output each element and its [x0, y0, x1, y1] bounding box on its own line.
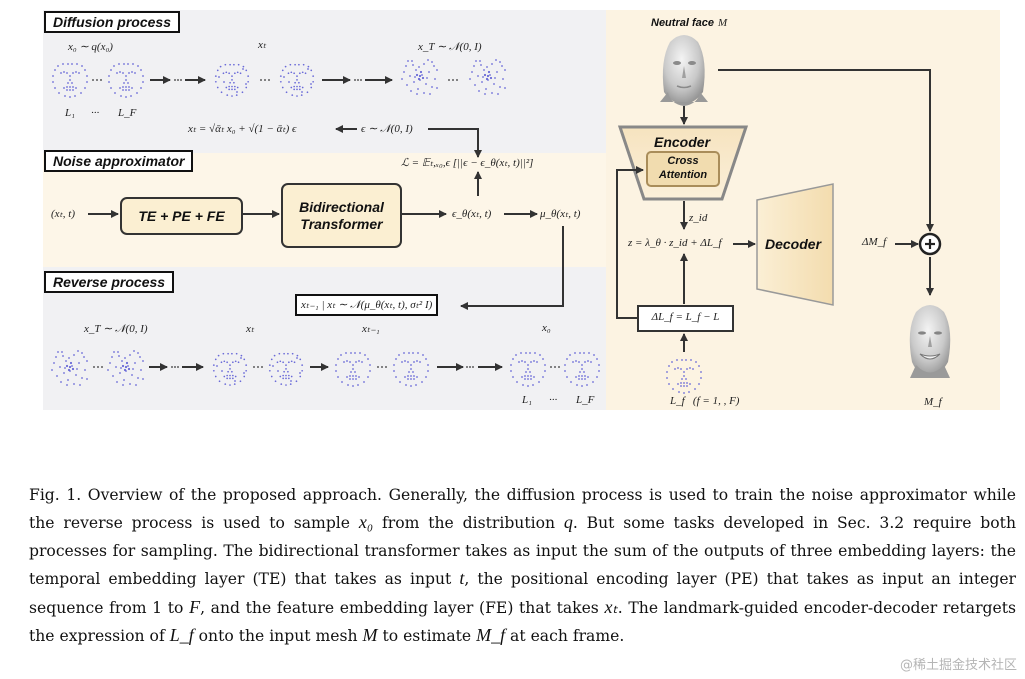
- caption-text-2: from the distribution: [373, 514, 564, 533]
- reverse-faces: [51, 350, 600, 387]
- xt-label: xₜ: [258, 39, 267, 51]
- rev-xt1: xₜ₋₁: [362, 323, 380, 335]
- decoder-shape: [756, 183, 834, 306]
- eps-flow-arrows: [335, 125, 482, 196]
- caption-text-1: Fig. 1. Overview of the proposed approac…: [29, 486, 1016, 533]
- cross-line2: Attention: [658, 169, 708, 181]
- mu-theta: μ_θ(xₜ, t): [540, 208, 581, 220]
- rev-x0: x₀: [542, 322, 551, 334]
- watermark: @稀土掘金技术社区: [899, 658, 1017, 673]
- diffusion-title: Diffusion process: [44, 11, 180, 33]
- rev-dots: ···: [549, 394, 558, 406]
- decoder-label: Decoder: [765, 236, 822, 252]
- reverse-title: Reverse process: [44, 271, 175, 293]
- diffusion-faces: [52, 59, 506, 98]
- diff-L1: L₁: [65, 107, 75, 119]
- reverse-ellipsis: [93, 366, 560, 368]
- figure-caption: Fig. 1. Overview of the proposed approac…: [29, 482, 1016, 650]
- caption-text-4: , the positional encoding layer (PE) tha…: [29, 570, 1016, 617]
- reverse-arrow-dots: [171, 366, 474, 368]
- neutral-face-mesh: [660, 35, 708, 106]
- noise-title: Noise approximator: [44, 150, 194, 172]
- z-formula: z = λ_θ · z_id + ΔL_f: [628, 237, 722, 249]
- transformer-box: Bidirectional Transformer: [281, 183, 402, 248]
- noise-input: (xₜ, t): [51, 208, 76, 220]
- embedding-box: TE + PE + FE: [120, 197, 243, 235]
- caption-text-9: at each frame.: [505, 627, 625, 646]
- diffusion-arrow-dots: [174, 79, 362, 81]
- sampling-formula: xₜ₋₁ | xₜ ∼ 𝒩(μ_θ(xₜ, t), σₜ² I): [295, 294, 439, 316]
- loss-formula: ℒ = 𝔼ₜ,ₓ₀,ϵ [||ϵ − ϵ_θ(xₜ, t)||²]: [401, 157, 534, 169]
- diffusion-panel: [43, 10, 606, 153]
- retarget-arrows: [616, 69, 934, 352]
- caption-var-xt: xₜ: [604, 596, 618, 617]
- transformer-line1: Bidirectional: [299, 198, 384, 215]
- landmark-input-face: [666, 359, 702, 394]
- caption-var-M: M: [362, 625, 378, 646]
- eps-theta: ϵ_θ(xₜ, t): [452, 208, 492, 220]
- noise-arrows: [88, 210, 564, 310]
- transformer-line2: Transformer: [300, 215, 383, 232]
- encoder-shape: [617, 125, 749, 201]
- eps-dist: ϵ ∼ 𝒩(0, I): [361, 123, 413, 135]
- diffusion-ellipsis: [92, 79, 458, 81]
- cross-line1: Cross: [667, 155, 699, 167]
- plus-circle: [918, 232, 942, 256]
- lf-label: L_f (f = 1, , F): [670, 395, 740, 407]
- caption-var-t: t: [459, 568, 465, 589]
- caption-text-8: to estimate: [377, 627, 477, 646]
- xt-formula: xₜ = √ᾱₜ x₀ + √(1 − ᾱₜ) ϵ: [188, 123, 297, 135]
- caption-text-6: . The landmark-guided encoder-decoder re…: [29, 598, 1016, 646]
- caption-var-x0: x₀: [358, 512, 374, 533]
- delta-l-shape: [637, 305, 734, 332]
- output-face-mesh: [909, 305, 951, 378]
- figure-graphics: [51, 35, 951, 394]
- neutral-face-label: Neutral face M: [651, 13, 727, 31]
- caption-var-Mf: M_f: [476, 625, 506, 646]
- caption-text-5: , and the feature embedding layer (FE) t…: [200, 598, 605, 617]
- xT-dist: x_T ∼ 𝒩(0, I): [418, 41, 482, 53]
- cross-attention-label: Cross Attention: [647, 154, 719, 182]
- caption-text-3: . But some tasks developed in Sec. 3.2 r…: [29, 514, 1016, 589]
- rev-xT-dist: x_T ∼ 𝒩(0, I): [84, 323, 148, 335]
- delta-l-box: ΔL_f = L_f − L: [651, 311, 720, 323]
- caption-var-q: q: [563, 512, 573, 533]
- caption-var-F: F: [189, 596, 201, 617]
- diff-dots: ···: [91, 107, 100, 119]
- caption-text-7: onto the input mesh: [193, 627, 363, 646]
- x0-dist: x₀ ∼ q(x₀): [68, 41, 113, 53]
- rev-L1: L₁: [522, 394, 532, 406]
- encoder-label: Encoder: [654, 134, 711, 150]
- delta-m: ΔM_f: [862, 236, 887, 248]
- rev-LF: L_F: [576, 394, 595, 406]
- neutral-face-text: Neutral face: [651, 17, 714, 29]
- mf-label: M_f: [924, 396, 942, 408]
- neutral-face-var: M: [717, 17, 728, 29]
- rev-xt: xₜ: [246, 323, 255, 335]
- diff-LF: L_F: [118, 107, 137, 119]
- z-id: z_id: [689, 212, 708, 224]
- caption-var-Lf: L_f: [169, 625, 194, 646]
